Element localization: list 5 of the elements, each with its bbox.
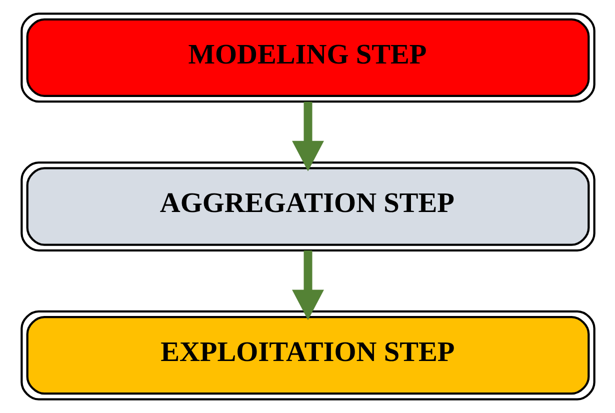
node-box: MODELING STEP [20,12,595,103]
node-box: AGGREGATION STEP [20,162,595,252]
arrow [292,102,324,172]
node-box: EXPLOITATION STEP [20,310,595,400]
arrow [292,250,324,320]
